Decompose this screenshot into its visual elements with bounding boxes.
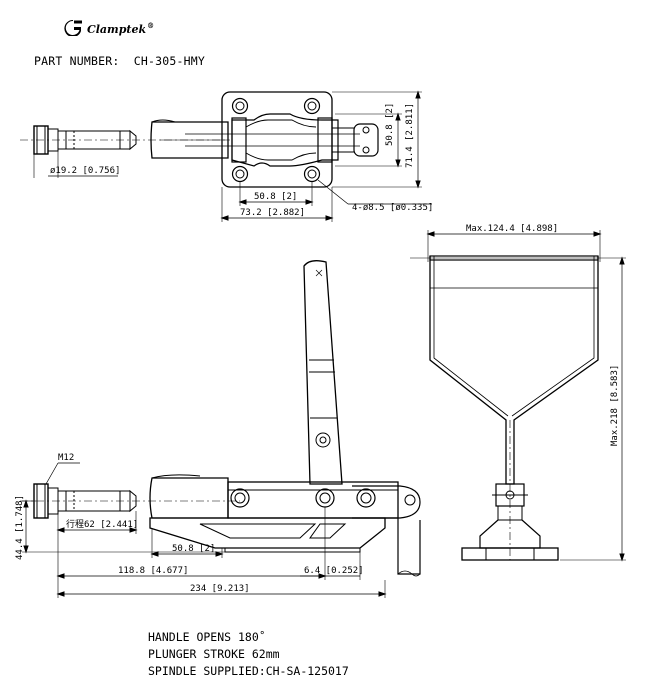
dim-overall: 234 [9.213] (190, 584, 250, 594)
dim-max-width: Max.124.4 [4.898] (466, 224, 558, 234)
part-number: PART NUMBER: CH-305-HMY (34, 54, 205, 68)
dim-top-height-inner: 50.8 [2] (385, 103, 395, 146)
dim-side-small: 6.4 [0.252] (304, 566, 364, 576)
dimension-labels: 50.8 [2] 71.4 [2.811] ø19.2 [0.756] 50.8… (15, 103, 620, 594)
dim-holes: 4-ø8.5 [ø0.335] (352, 203, 433, 213)
dim-rod-diameter: ø19.2 [0.756] (50, 166, 120, 176)
brand-registered-mark: ® (147, 20, 155, 30)
top-view (20, 90, 432, 222)
notes-block: HANDLE OPENS 180˚ PLUNGER STROKE 62mm SP… (148, 629, 349, 680)
note-handle-opens: HANDLE OPENS 180˚ (148, 630, 266, 644)
dim-base-width-outer: 73.2 [2.882] (240, 208, 305, 218)
dim-top-height-outer: 71.4 [2.811] (405, 103, 415, 168)
brand-logo: Clamptek® (62, 20, 154, 36)
part-number-value: CH-305-HMY (133, 54, 205, 68)
g-logo-icon (64, 20, 82, 36)
front-view (410, 230, 626, 562)
dim-side-base: 50.8 [2] (172, 544, 215, 554)
brand-name: Clamptek (87, 23, 147, 36)
note-plunger-stroke: PLUNGER STROKE 62mm (148, 647, 280, 661)
dim-side-offset: 118.8 [4.677] (118, 566, 188, 576)
dim-thread: M12 (58, 453, 74, 463)
side-view (20, 260, 421, 598)
dim-stroke: 行程62 [2.441] (66, 518, 138, 530)
part-number-label: PART NUMBER: (34, 54, 120, 68)
dim-base-width-inner: 50.8 [2] (254, 192, 297, 202)
dim-side-height: 44.4 [1.748] (15, 495, 25, 560)
dim-max-height: Max.218 [8.583] (610, 365, 620, 446)
note-spindle-supplied: SPINDLE SUPPLIED:CH-SA-125017 (148, 664, 349, 678)
